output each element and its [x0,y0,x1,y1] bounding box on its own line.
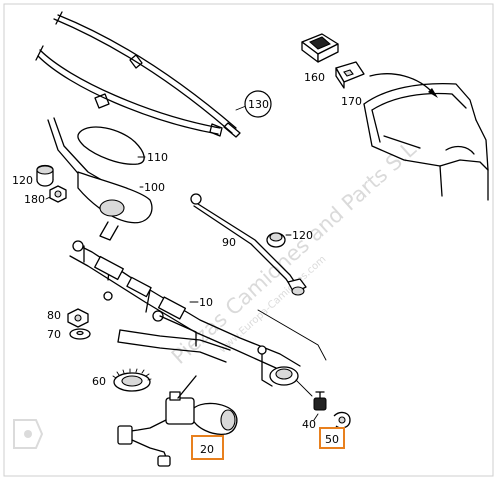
callout-50-label: 50 [325,433,339,446]
callout-120a-label: 120 [12,174,33,187]
callout-70-label: 70 [47,328,61,341]
watermark-logo [13,419,44,449]
assembly-guide-line [257,309,327,361]
callout-60-label: 60 [92,375,106,388]
callout-80-label: 80 [47,309,61,322]
part-70-washer: 70 [47,328,91,341]
callout-170-label: 170 [341,95,362,108]
callout-110-label: 110 [147,151,168,164]
part-170-bracket: 170 [335,61,365,108]
assembly-guide-line-2 [295,379,313,397]
part-20-wiper-motor: 20 [117,375,238,467]
watermark-main: Piezas Camiones and Parts S.L. [167,132,426,368]
callout-20-label: 20 [200,443,214,456]
part-110-cover: 110 [77,126,168,165]
part-120-cap-right: 120 [266,229,313,248]
callout-40-label: 40 [302,418,316,431]
part-60-gear: 60 [92,368,152,392]
part-50-clip: 50 [319,411,351,449]
callout-130-label: 130 [248,98,269,111]
vehicle-windshield-outline [363,82,489,201]
part-90-linkage-rod: 90 [190,193,307,296]
callout-100-label: 100 [144,181,165,194]
part-40-connector: 40 [302,391,327,431]
part-100-wiper-arm: 100 [47,117,165,241]
callout-160-label: 160 [304,71,325,84]
part-80-nut: 80 [47,308,89,328]
callout-10-label: 10 [199,296,213,309]
callout-180-label: 180 [24,193,45,206]
callout-50-highlight [319,427,345,449]
part-10-linkage-frame: 10 [69,240,301,387]
part-180-nut: 180 [24,185,67,206]
watermark: Piezas Camiones and Parts S.L. www.Europ… [167,132,426,368]
wiper-blade-lower [35,45,223,137]
callout-130: 130 [235,90,272,118]
diagram-frame [3,3,494,477]
callout-20-highlight [191,435,224,460]
part-160-sensor: 160 [301,33,339,84]
callout-90-label: 90 [222,236,236,249]
wiper-blade-upper [53,11,241,138]
callout-120b-label: 120 [292,229,313,242]
part-120-cap-left: 120 [12,164,54,187]
